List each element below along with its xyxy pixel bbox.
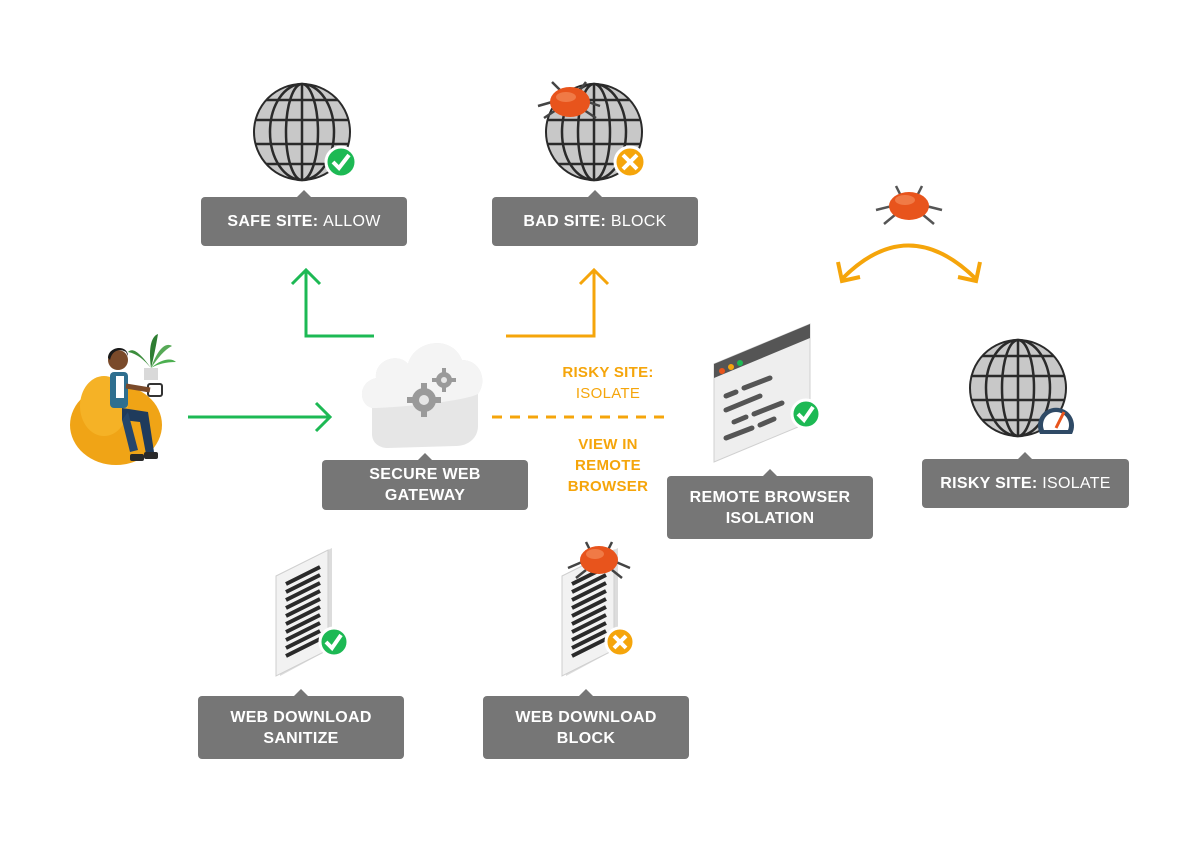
plant-icon xyxy=(128,334,176,380)
download-block-title: WEB DOWNLOAD BLOCK xyxy=(515,708,657,747)
bad-site-title: BAD SITE: BLOCK xyxy=(523,213,667,230)
globe-icon-bad xyxy=(537,81,647,182)
arrow-user-to-gateway xyxy=(188,401,333,433)
secure-web-gateway-box: SECURE WEB GATEWAY xyxy=(322,453,528,510)
box-pointer xyxy=(579,689,593,696)
risky-site-box: RISKY SITE: ISOLATE xyxy=(922,452,1129,508)
arrow-gateway-to-safe-site xyxy=(290,267,374,338)
curved-double-arrow xyxy=(836,243,982,284)
globe-icon-risky xyxy=(969,338,1074,438)
document-icon-block xyxy=(561,541,636,677)
x-badge-icon xyxy=(613,145,647,179)
globe-icon-safe xyxy=(253,82,358,182)
speedometer-icon xyxy=(1038,407,1074,434)
box-pointer xyxy=(763,469,777,476)
check-badge-icon xyxy=(790,398,822,430)
box-pointer xyxy=(588,190,602,197)
bug-icon xyxy=(537,81,601,120)
check-badge-icon xyxy=(324,145,358,179)
box-pointer xyxy=(297,190,311,197)
x-badge-icon xyxy=(604,626,636,658)
safe-site-box: SAFE SITE: ALLOW xyxy=(201,190,407,246)
gear-icon xyxy=(407,368,456,417)
bug-icon xyxy=(567,541,631,579)
view-in-remote-browser-label: VIEW IN REMOTE BROWSER xyxy=(567,436,649,495)
document-icon-sanitize xyxy=(275,548,350,677)
remote-browser-isolation-box: REMOTE BROWSER ISOLATION xyxy=(667,469,873,539)
arrow-gateway-to-bad-site xyxy=(506,267,610,338)
box-pointer xyxy=(418,453,432,460)
secure-web-gateway-title: SECURE WEB GATEWAY xyxy=(369,466,481,504)
download-sanitize-title: WEB DOWNLOAD SANITIZE xyxy=(230,708,372,747)
bad-site-box: BAD SITE: BLOCK xyxy=(492,190,698,246)
risky-site-title: RISKY SITE: ISOLATE xyxy=(940,475,1111,492)
rbi-title: REMOTE BROWSER ISOLATION xyxy=(689,488,851,527)
browser-window-icon xyxy=(713,323,822,463)
box-pointer xyxy=(1018,452,1032,459)
risky-site-isolate-label: RISKY SITE: ISOLATE xyxy=(562,364,654,402)
cloud-gear-icon xyxy=(361,343,483,448)
web-download-sanitize-box: WEB DOWNLOAD SANITIZE xyxy=(198,689,404,759)
user-illustration xyxy=(70,334,176,465)
check-badge-icon xyxy=(318,626,350,658)
safe-site-title: SAFE SITE: ALLOW xyxy=(227,213,381,230)
bug-icon-floating xyxy=(875,185,943,225)
box-pointer xyxy=(294,689,308,696)
web-download-block-box: WEB DOWNLOAD BLOCK xyxy=(483,689,689,759)
